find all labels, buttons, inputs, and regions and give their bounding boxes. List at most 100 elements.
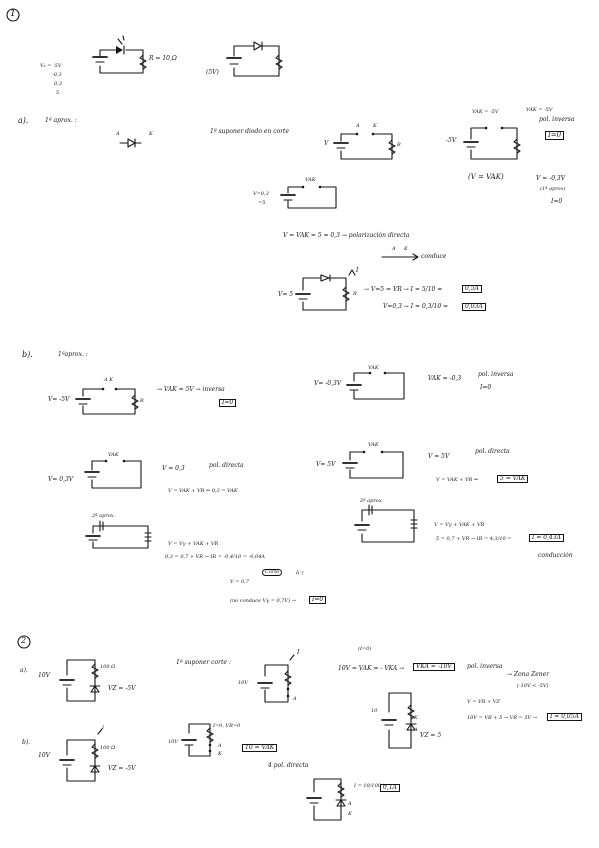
p2a-a2: A bbox=[414, 727, 418, 733]
b-row4-eq: V = VAK + VR ⇒ bbox=[436, 477, 479, 483]
a-diode-symbol bbox=[119, 138, 142, 148]
no-conduce-box: I=0 bbox=[309, 596, 327, 604]
b-circuit-2 bbox=[346, 371, 405, 400]
p2b-a: A bbox=[218, 743, 222, 749]
p2a-vz-sub: VZ = 5 bbox=[420, 732, 442, 739]
p2a-zener-sub-circuit bbox=[381, 692, 417, 749]
b-row3-result: V = 0,3 bbox=[162, 465, 185, 472]
p2a-label: a). bbox=[20, 667, 28, 674]
p2b-circuit-source: 10V bbox=[168, 739, 178, 745]
b-circuit-5 bbox=[85, 520, 152, 549]
neg-pol-inversa: pol. inversa bbox=[539, 116, 575, 123]
polarization-equation: V = VAK = 5 = 0,3 → polarización directa bbox=[283, 232, 410, 239]
p2a-open-circuit bbox=[257, 654, 295, 703]
p2b-second-current: I bbox=[102, 725, 104, 731]
problem-2-circle bbox=[17, 635, 31, 649]
left-eq-1: V = Vγ + VAK + VR bbox=[168, 541, 219, 547]
diode-anode-label: A bbox=[116, 131, 120, 137]
b-circuit-3 bbox=[84, 459, 142, 489]
a-conducting-circuit bbox=[295, 269, 356, 311]
b-row3-v: V= 0,3V bbox=[48, 476, 74, 483]
result-2-box: 0,03A bbox=[462, 303, 486, 311]
neg-second-current: I=0 bbox=[551, 198, 563, 205]
p2b-resistor: 100 Ω bbox=[100, 745, 116, 751]
conducting-current: I bbox=[356, 267, 359, 274]
b-circuit-6 bbox=[354, 504, 418, 543]
neg-equation: (V = VAK) bbox=[468, 173, 504, 181]
open-circuit-a: A bbox=[356, 123, 360, 129]
part-a-label: a). bbox=[18, 116, 29, 125]
b-row2-vak: VAK bbox=[368, 365, 379, 371]
second-approx-left: 2ª aprox. bbox=[92, 513, 116, 519]
p2b-k: K bbox=[218, 751, 222, 757]
p2a-eq: 10V = VAK = - VKA → bbox=[338, 665, 405, 672]
b-row4-v: V= 5V bbox=[316, 461, 336, 468]
vak-circuit-value: =5 bbox=[258, 200, 266, 206]
b-row3-eq: V = VAK + VR ⇒ 0,3 = VAK bbox=[168, 488, 238, 494]
problem-1-number: 1 bbox=[10, 9, 16, 19]
p2b-box: 10 = VAK bbox=[242, 744, 278, 752]
header-circuit-left bbox=[92, 35, 147, 74]
b-row1-result: → VAK = 5V → inversa bbox=[157, 386, 225, 393]
p2a-vz: VZ = -5V bbox=[108, 685, 136, 692]
p2a-k: K bbox=[414, 715, 418, 721]
result-1-box: 0,5A bbox=[462, 285, 482, 293]
b-row2-current: I=0 bbox=[480, 384, 492, 391]
p2a-resistor: 100 Ω bbox=[100, 664, 116, 670]
a-negative-circuit bbox=[463, 126, 521, 160]
p2b-source: 10V bbox=[38, 752, 50, 759]
header-source-value: 5 bbox=[56, 90, 60, 96]
p2b-open-circuit bbox=[181, 723, 214, 757]
p2b-label: b). bbox=[22, 739, 31, 746]
b-row3-note: pol. directa bbox=[209, 462, 244, 469]
neg-vak-right: VAK = -5V bbox=[526, 107, 553, 113]
vak-circuit-label: VAK bbox=[305, 177, 316, 183]
neg-source: -5V bbox=[446, 137, 457, 144]
b-row2-result: VAK = -0,3 bbox=[428, 375, 462, 382]
neg-second-note: (1ª aprox) bbox=[540, 186, 566, 192]
b-circuit-4 bbox=[342, 450, 404, 479]
part-a-approx: 1ª aprox. : bbox=[45, 117, 77, 124]
b-row2-note: pol. inversa bbox=[478, 371, 514, 378]
p2a-zona: → Zona Zener bbox=[507, 671, 550, 678]
right-eq-2: 5 = 0,7 + VR → IR = 4,3/10 = bbox=[436, 536, 512, 542]
a-open-circuit bbox=[333, 132, 396, 160]
corte-circle: Corte bbox=[262, 569, 283, 576]
header-source-value: V₀ = -5V bbox=[40, 63, 62, 69]
p2a-circuit-source: 10V bbox=[238, 680, 248, 686]
header-circuit-right bbox=[226, 41, 283, 77]
a-arrow bbox=[381, 253, 419, 261]
conduce-label: conduce bbox=[421, 253, 447, 260]
cutoff-note: 1ª suponer diodo en corte bbox=[210, 128, 290, 135]
b-row1-box: I=0 bbox=[219, 399, 237, 407]
header-source-value: -0,3 bbox=[52, 72, 62, 78]
p2a-eq3: 10V = VR + 5 → VR = 5V → bbox=[467, 715, 537, 721]
open-circuit-k: K bbox=[373, 123, 377, 129]
b-circuit-1 bbox=[75, 387, 139, 415]
p2a-current: I bbox=[297, 649, 300, 656]
p2b-zener-circuit bbox=[59, 728, 103, 782]
right-box: I = 0,43A bbox=[529, 534, 564, 542]
b-row2-v: V= -0,3V bbox=[314, 380, 342, 387]
conduccion-label: conducción bbox=[538, 552, 573, 559]
conducting-r: R bbox=[353, 291, 357, 297]
b-row1-labels: A K bbox=[104, 377, 113, 383]
v-07: V = 0,7 bbox=[230, 579, 249, 585]
a-vak-circuit bbox=[280, 185, 337, 209]
p2a-pol-inversa: pol. inversa bbox=[467, 663, 503, 670]
open-circuit-v: V bbox=[324, 140, 329, 147]
problem-1-circle bbox=[6, 8, 20, 22]
header-source-value: 0,3 bbox=[54, 81, 62, 87]
p2a-eq-top: (I=0) bbox=[358, 646, 372, 652]
p2a-source: 10V bbox=[38, 672, 50, 679]
p2b-pol-directa: 4 pol. directa bbox=[268, 762, 309, 769]
neg-second-vak: V = -0,3V bbox=[536, 175, 566, 182]
conducting-source: V= 5 bbox=[278, 291, 294, 298]
header-resistor-label: R = 10,Ω bbox=[149, 55, 177, 62]
b-row4-note: pol. directa bbox=[475, 448, 510, 455]
left-eq-2: 0,3 = 0,7 + VR → IR = -0,4/10 = -0,04A bbox=[165, 554, 265, 560]
p2a-eq3-box: I = 0,05A bbox=[547, 713, 582, 721]
b-row1-r: R bbox=[140, 398, 144, 404]
p2b-k2: K bbox=[348, 811, 352, 817]
